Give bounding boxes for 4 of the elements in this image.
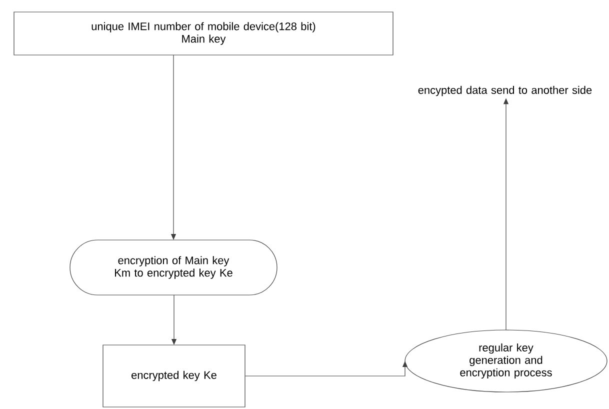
process-box: unique IMEI number of mobile device(128 bit) Main key: [14, 12, 394, 56]
process-box: encrypted key Ke: [102, 344, 246, 408]
process-terminal: encryption of Main key Km to encrypted key Ke: [70, 240, 278, 296]
note-text: encypted data send to another side: [418, 86, 592, 96]
